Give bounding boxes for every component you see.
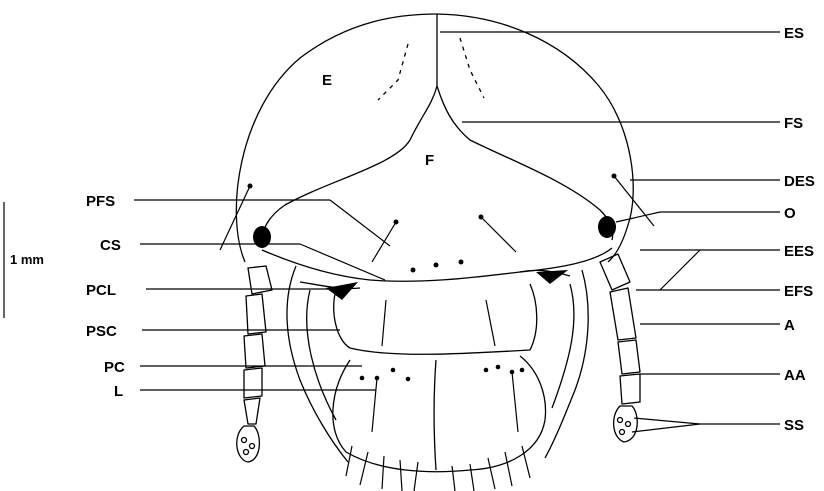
antenna-left	[237, 266, 272, 462]
labrum-midline	[434, 360, 436, 470]
label-cs: CS	[100, 237, 121, 254]
label-o: O	[784, 205, 796, 222]
label-ees: EES	[784, 243, 814, 260]
epicranium-markings-left	[378, 44, 408, 100]
scale-bar-label: 1 mm	[10, 252, 44, 267]
postclypeal-spot-left	[326, 282, 358, 300]
eye-right	[598, 216, 616, 238]
eye-left	[253, 226, 271, 248]
frontal-sclerite	[262, 86, 613, 245]
label-f: F	[425, 152, 434, 169]
postclypeal-spot-right	[536, 270, 568, 284]
frons-setae	[220, 174, 654, 273]
label-pc: PC	[104, 359, 125, 376]
label-es: ES	[784, 25, 804, 42]
labrum-setae	[360, 300, 525, 432]
label-ss: SS	[784, 417, 804, 434]
antenna-right	[600, 254, 640, 442]
epicranium-markings-right	[460, 38, 484, 98]
label-pfs: PFS	[86, 193, 115, 210]
label-pcl: PCL	[86, 282, 116, 299]
label-aa: AA	[784, 367, 806, 384]
label-des: DES	[784, 173, 815, 190]
ventral-bristles	[346, 446, 530, 491]
label-efs: EFS	[784, 283, 813, 300]
label-e: E	[322, 72, 332, 89]
label-a: A	[784, 317, 795, 334]
label-fs: FS	[784, 115, 803, 132]
inner-lateral-right	[552, 284, 574, 408]
head-capsule-outline	[236, 14, 633, 262]
postclypeus-outline	[334, 284, 537, 354]
inner-lateral-left	[307, 290, 336, 420]
label-l: L	[114, 383, 123, 400]
label-psc: PSC	[86, 323, 117, 340]
